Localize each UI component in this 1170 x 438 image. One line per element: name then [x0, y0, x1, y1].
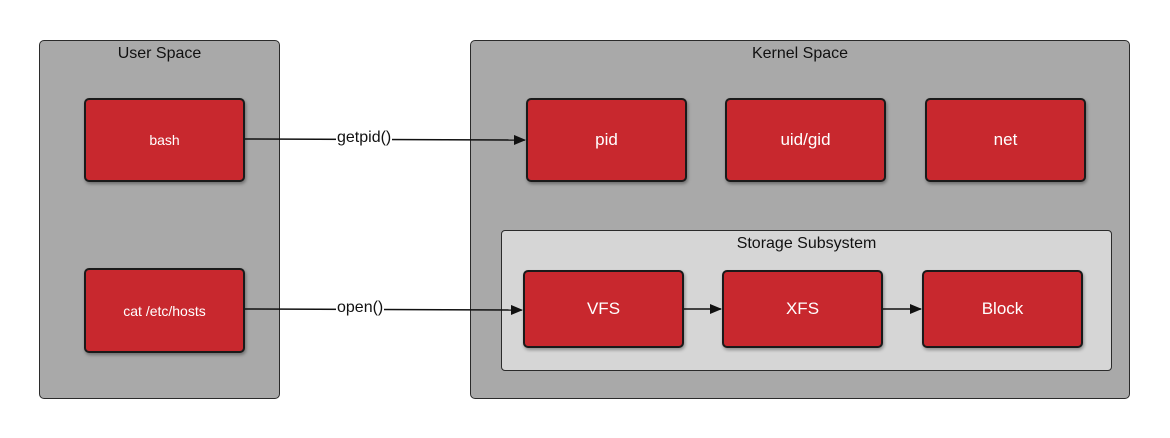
getpid-call-label: getpid(): [336, 129, 393, 147]
kernel-space-title: Kernel Space: [751, 45, 849, 62]
process-cat-etc-hosts[interactable]: cat /etc/hosts: [84, 268, 245, 353]
namespace-net[interactable]: net: [925, 98, 1086, 182]
storage-layer-vfs[interactable]: VFS: [523, 270, 684, 348]
namespace-uid-gid[interactable]: uid/gid: [725, 98, 886, 182]
namespace-pid[interactable]: pid: [526, 98, 687, 182]
user-space-title: User Space: [117, 45, 202, 62]
open-call-label: open(): [336, 299, 385, 317]
storage-layer-block[interactable]: Block: [922, 270, 1083, 348]
storage-subsystem-title: Storage Subsystem: [736, 235, 877, 252]
storage-layer-xfs[interactable]: XFS: [722, 270, 883, 348]
process-bash[interactable]: bash: [84, 98, 245, 182]
